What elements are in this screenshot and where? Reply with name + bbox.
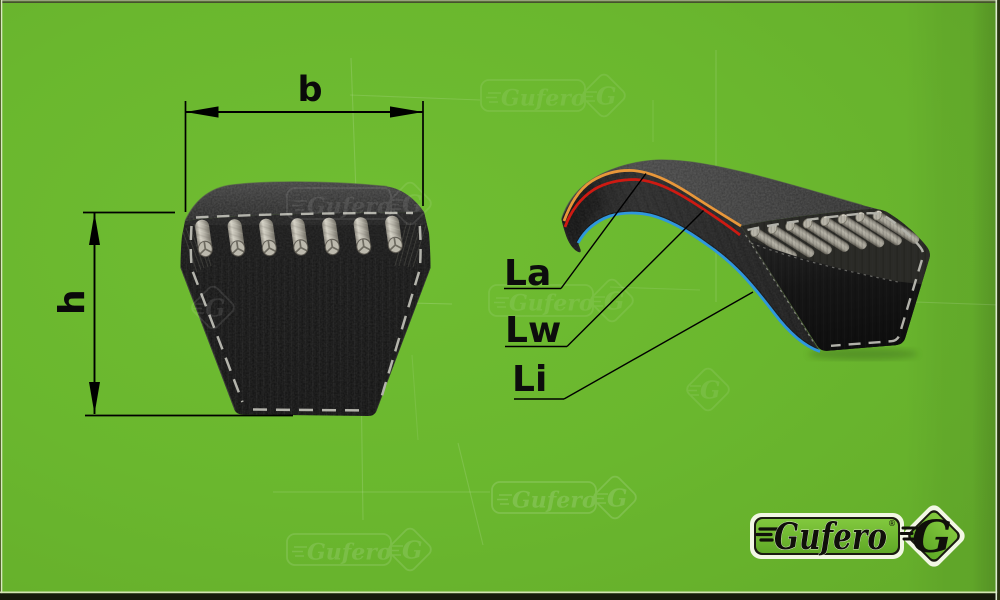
logo-brand-text: Gufero — [774, 516, 887, 558]
crease-line — [609, 286, 701, 291]
belt-3d-shadow — [808, 348, 918, 360]
dimension-h-arrow-bottom-icon — [89, 382, 100, 414]
dimension-h: h — [52, 211, 293, 417]
dimension-b: b — [184, 70, 424, 212]
crease-line — [349, 94, 481, 101]
logo-monogram-text: G — [912, 512, 952, 563]
dimension-h-arrow-top-icon — [89, 213, 100, 245]
logo-diamond — [903, 505, 965, 567]
length-label-lw: Lw — [505, 210, 704, 351]
brand-logo: Gufero ® G — [750, 505, 965, 567]
cap-edge-highlight — [184, 181, 388, 222]
label-lw-leader — [566, 210, 704, 347]
label-li-text: Li — [512, 359, 547, 400]
frame-left-light — [1, 0, 3, 600]
label-lw-text: Lw — [505, 310, 561, 351]
crease-line — [457, 442, 484, 546]
logo-banner-fill — [756, 519, 898, 553]
label-la-text: La — [504, 253, 551, 294]
crease-line — [411, 354, 419, 441]
frame-bottom-light — [0, 591, 1000, 594]
frame-right-light — [995, 0, 998, 600]
belt-3d-dashed-outline — [744, 211, 925, 347]
outer-length-line-la — [562, 169, 742, 228]
frame-top-light — [0, 0, 1000, 2]
label-la-leader — [560, 173, 647, 289]
frame-right-dark — [997, 0, 1000, 600]
dimension-h-label: h — [52, 289, 93, 315]
pitch-length-line-lw — [563, 178, 741, 237]
logo-wing-icon — [755, 527, 779, 542]
background-right-fade — [972, 0, 1000, 600]
length-label-la: La — [504, 173, 647, 294]
top-edge-highlight — [560, 159, 863, 220]
frame-left-dark — [0, 0, 1, 600]
frame-bottom-dark — [0, 593, 1000, 600]
label-li-leader — [563, 291, 754, 400]
logo-diamond-wing-icon — [899, 526, 919, 541]
length-label-li: Li — [512, 291, 754, 400]
belt-3d-face-edge — [740, 225, 821, 352]
dimension-b-arrow-right-icon — [390, 106, 423, 118]
frame-top-dark — [0, 1, 1000, 3]
dimension-b-label: b — [297, 70, 322, 110]
dimension-b-arrow-left-icon — [185, 106, 219, 118]
logo-registered-mark: ® — [888, 519, 896, 528]
